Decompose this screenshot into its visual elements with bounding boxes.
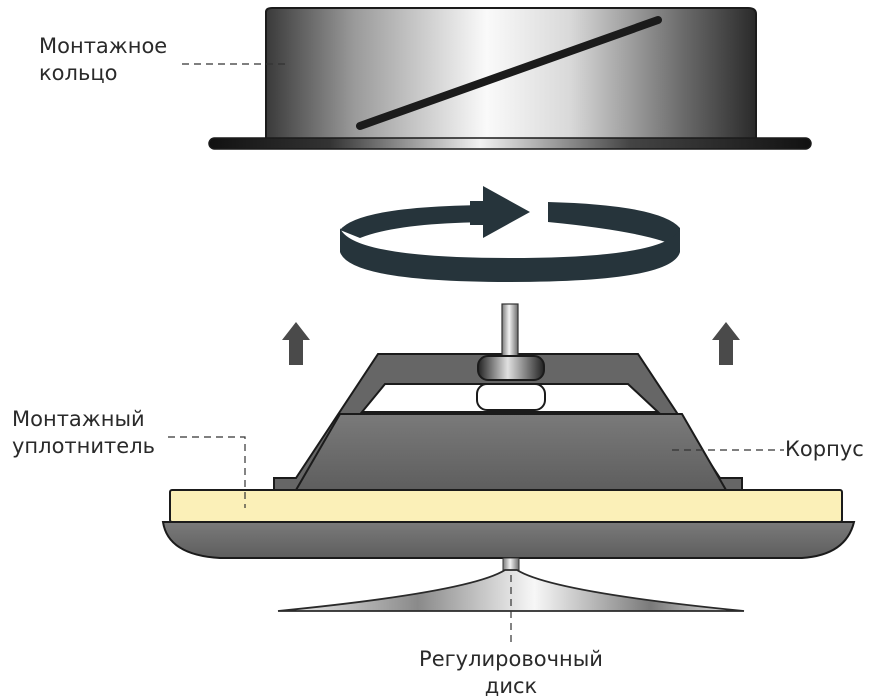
label-mounting-seal: Монтажный уплотнитель bbox=[12, 406, 155, 460]
label-mounting-ring: Монтажное кольцо bbox=[39, 33, 167, 87]
center-rod bbox=[476, 303, 546, 411]
label-mounting-ring-line2: кольцо bbox=[39, 61, 118, 85]
up-arrow-right-icon bbox=[712, 322, 740, 365]
diffuser-plate bbox=[161, 521, 856, 559]
label-adjusting-disc: Регулировочный диск bbox=[411, 646, 611, 700]
label-adjusting-disc-line2: диск bbox=[484, 674, 538, 698]
label-housing: Корпус bbox=[785, 437, 864, 461]
label-mounting-seal-line1: Монтажный bbox=[12, 407, 145, 431]
leader-mounting-seal bbox=[168, 436, 246, 508]
rod-nut bbox=[477, 355, 545, 381]
ring-slot bbox=[356, 16, 662, 130]
label-mounting-ring-line1: Монтажное bbox=[39, 34, 168, 58]
rod-washer bbox=[476, 383, 546, 411]
mounting-ring bbox=[208, 7, 812, 150]
mounting-seal bbox=[169, 489, 843, 523]
rotation-arrow-icon bbox=[340, 186, 680, 282]
leader-lines bbox=[168, 63, 784, 644]
up-arrow-left-icon bbox=[282, 322, 310, 365]
housing-body bbox=[273, 353, 743, 491]
label-adjusting-disc-line1: Регулировочный bbox=[419, 647, 603, 671]
label-mounting-seal-line2: уплотнитель bbox=[12, 434, 155, 458]
